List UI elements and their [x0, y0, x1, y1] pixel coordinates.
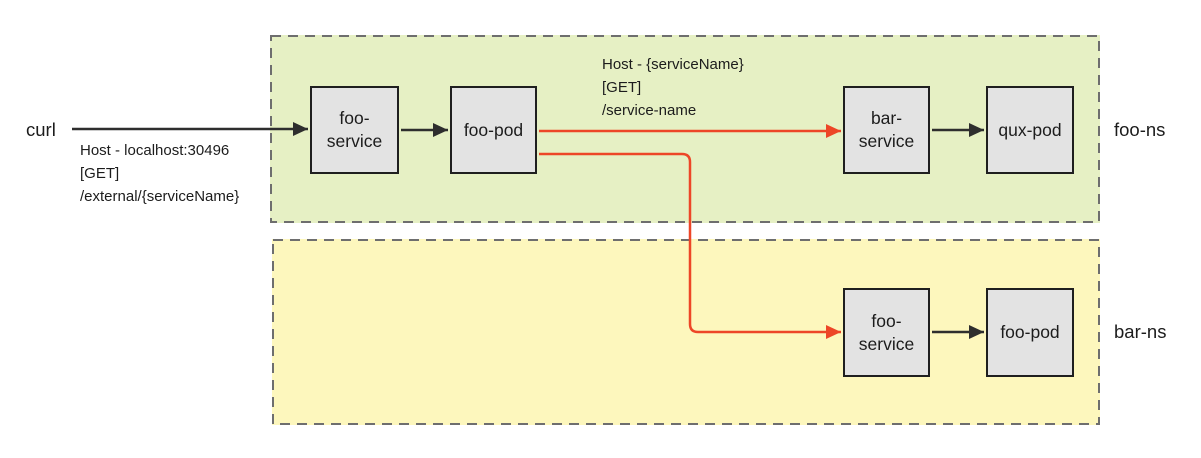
node-qux-pod-foo-ns: qux-pod [986, 86, 1074, 174]
request-annotation-internal: Host - {serviceName} [GET] /service-name [602, 53, 744, 122]
request-method-line: [GET] [80, 165, 120, 182]
node-label: foo- [871, 310, 902, 331]
node-label: foo- [339, 108, 370, 128]
client-label: curl [26, 119, 56, 140]
node-label: foo-pod [463, 119, 524, 140]
node-label: foo-pod [1000, 322, 1060, 342]
node-bar-service-foo-ns: bar- service [843, 86, 930, 174]
request-path-line: /service-name [602, 102, 697, 119]
node-foo-service-foo-ns: foo- service [310, 86, 399, 174]
namespace-label-bar-ns: bar-ns [1114, 321, 1167, 342]
namespace-label-foo-ns: foo-ns [1114, 119, 1166, 140]
request-host-line: Host - localhost:30496 [80, 142, 230, 159]
request-host-line: Host - {serviceName} [602, 56, 744, 73]
node-foo-pod-foo-ns: foo-pod [450, 86, 537, 174]
node-label: service [858, 131, 915, 151]
node-label: qux-pod [998, 119, 1062, 140]
node-label: bar- [870, 108, 903, 128]
node-foo-pod-bar-ns: foo-pod [986, 288, 1074, 377]
request-annotation-external: Host - localhost:30496 [GET] /external/{… [80, 139, 239, 208]
node-foo-service-bar-ns: foo- service [843, 288, 930, 377]
namespace-region-bar-ns [272, 239, 1100, 425]
node-label: service [326, 131, 383, 151]
request-method-line: [GET] [602, 79, 642, 96]
node-label: service [858, 333, 915, 354]
request-path-line: /external/{serviceName} [80, 188, 240, 205]
